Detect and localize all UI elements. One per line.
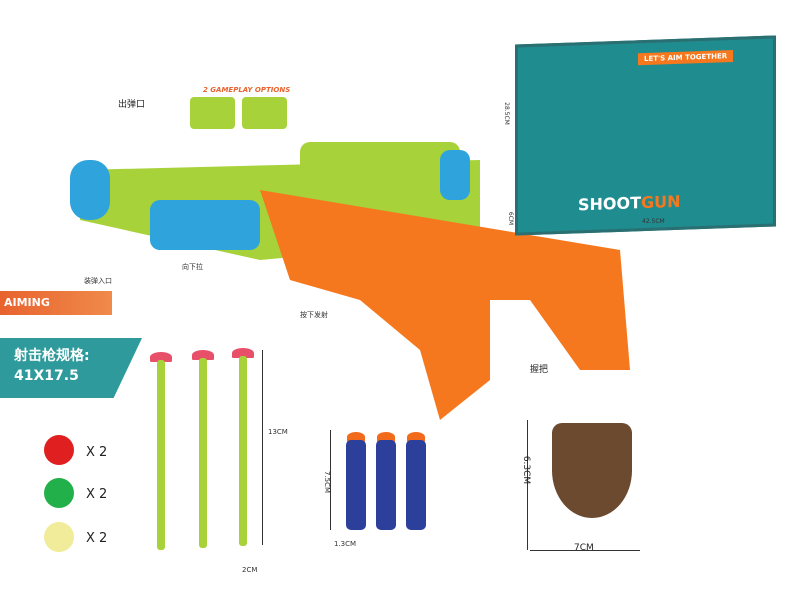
foam-dart-tip <box>377 432 395 442</box>
muzzle-label: 出弹口 <box>118 100 146 110</box>
gun-illustration <box>70 142 630 420</box>
dim-line <box>530 550 640 551</box>
suction-dart <box>157 360 165 550</box>
ball-green <box>44 478 74 508</box>
foam-dart <box>406 440 426 530</box>
box-width: 42.5CM <box>642 218 665 225</box>
foam-width: 1.3CM <box>334 540 357 548</box>
dart-width: 2CM <box>242 566 258 574</box>
suction-dart <box>239 356 247 546</box>
box-brand: SHOOTGUN <box>578 192 681 215</box>
foam-length: 7.5CM <box>323 470 332 494</box>
dart-length: 13CM <box>268 428 288 436</box>
ball-red <box>44 435 74 465</box>
ball-green-qty: X 2 <box>86 487 108 502</box>
box-depth: 6CM <box>507 211 515 226</box>
ball-yellow-qty: X 2 <box>86 531 108 546</box>
dart-cup <box>192 350 214 360</box>
gameplay-option-1 <box>190 97 235 129</box>
dart-cup <box>150 352 172 362</box>
spec-title: 射击枪规格: <box>14 348 90 364</box>
suction-dart <box>199 358 207 548</box>
brand-gun: GUN <box>641 191 681 213</box>
box-tagline: LET'S AIM TOGETHER <box>638 49 734 66</box>
aiming-banner: AIMING SHOOTING <box>0 291 112 315</box>
pull-down-label: 向下拉 <box>182 263 203 271</box>
box-height: 28.5CM <box>502 102 510 125</box>
foam-dart <box>376 440 396 530</box>
target-badge <box>552 423 632 518</box>
brand-shoot: SHOOT <box>578 193 642 215</box>
dim-line <box>262 350 263 545</box>
foam-dart <box>346 440 366 530</box>
loading-label: 装弹入口 <box>84 277 112 285</box>
gameplay-option-2 <box>242 97 287 129</box>
dart-cup <box>232 348 254 358</box>
gameplay-label: 2 GAMEPLAY OPTIONS <box>203 86 291 94</box>
foam-dart-tip <box>407 432 425 442</box>
dim-line <box>527 420 528 550</box>
foam-dart-tip <box>347 432 365 442</box>
trigger-label: 按下发射 <box>300 311 328 319</box>
spec-value: 41X17.5 <box>14 368 79 384</box>
ball-red-qty: X 2 <box>86 445 108 460</box>
grip-label: 握把 <box>530 365 549 375</box>
product-box: LET'S AIM TOGETHER SHOOTGUN <box>515 35 776 236</box>
target-height: 6.3CM <box>521 455 532 485</box>
target-width: 7CM <box>574 543 594 553</box>
dim-line <box>330 430 331 530</box>
ball-yellow <box>44 522 74 552</box>
